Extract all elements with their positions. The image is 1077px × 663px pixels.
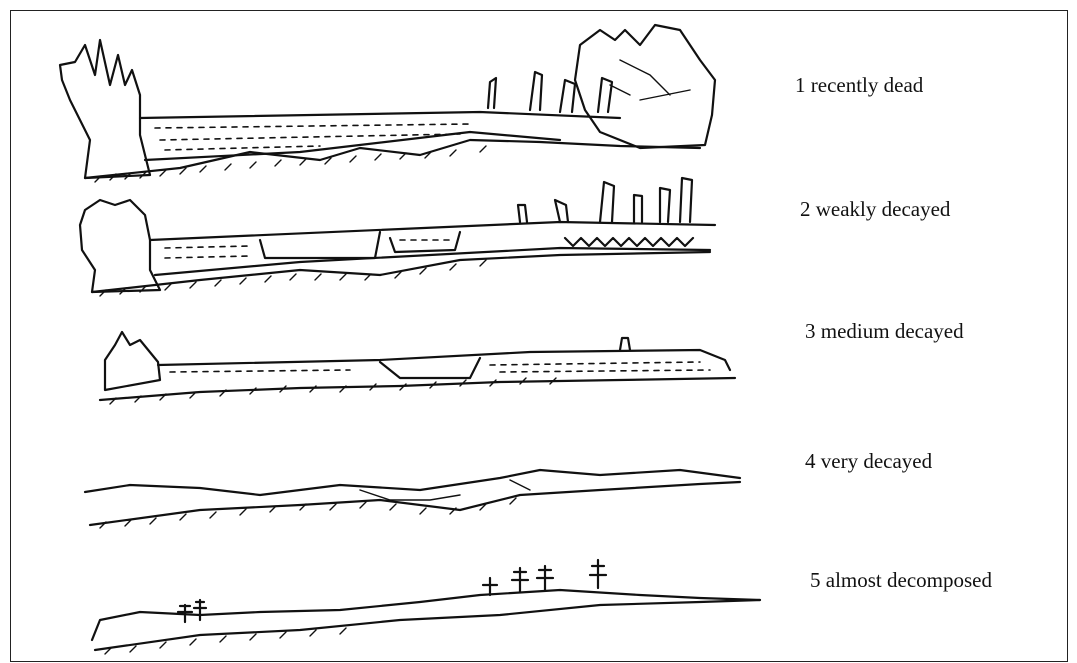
stage-1-label: 1 recently dead [795, 73, 923, 98]
log-stage-3-drawing [100, 332, 735, 404]
log-stage-5-drawing [92, 560, 760, 654]
stage-3-label: 3 medium decayed [805, 319, 964, 344]
stage-5-label: 5 almost decomposed [810, 568, 992, 593]
stage-4-label: 4 very decayed [805, 449, 932, 474]
log-stage-1-drawing [60, 25, 715, 182]
log-stage-4-drawing [85, 470, 740, 528]
log-stage-2-drawing [80, 178, 715, 296]
stage-2-label: 2 weakly decayed [800, 197, 950, 222]
